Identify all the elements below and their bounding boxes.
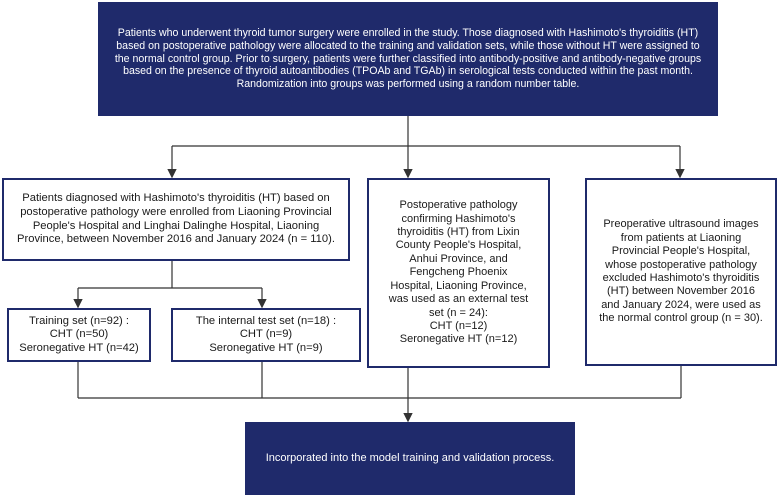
top-box-text: Patients who underwent thyroid tumor sur…	[114, 26, 702, 91]
normal-box-text: Preoperative ultrasound images from pati…	[599, 218, 763, 325]
bottom-box-text: Incorporated into the model training and…	[265, 451, 555, 464]
training-box-seronegative: Seronegative HT (n=42)	[19, 341, 139, 354]
bottom-box: Incorporated into the model training and…	[245, 422, 575, 495]
external-test-box: Postoperative pathology confirming Hashi…	[367, 178, 550, 368]
internal-box-seronegative: Seronegative HT (n=9)	[209, 341, 323, 354]
internal-test-box: The internal test set (n=18) : CHT (n=9)…	[171, 308, 361, 362]
training-box-title: Training set (n=92) :	[28, 314, 129, 327]
internal-box-cht: CHT (n=9)	[239, 328, 293, 341]
training-box-cht: CHT (n=50)	[49, 328, 109, 341]
left-box-text: Patients diagnosed with Hashimoto's thyr…	[17, 192, 335, 246]
external-box-text: Postoperative pathology confirming Hashi…	[388, 199, 529, 319]
training-box: Training set (n=92) : CHT (n=50) Seroneg…	[7, 308, 151, 362]
external-box-seronegative: Seronegative HT (n=12)	[399, 333, 518, 346]
top-box: Patients who underwent thyroid tumor sur…	[98, 2, 718, 116]
normal-control-box: Preoperative ultrasound images from pati…	[585, 178, 777, 366]
left-box: Patients diagnosed with Hashimoto's thyr…	[2, 178, 350, 261]
internal-box-title: The internal test set (n=18) :	[195, 314, 337, 327]
external-box-cht: CHT (n=12)	[429, 319, 488, 332]
